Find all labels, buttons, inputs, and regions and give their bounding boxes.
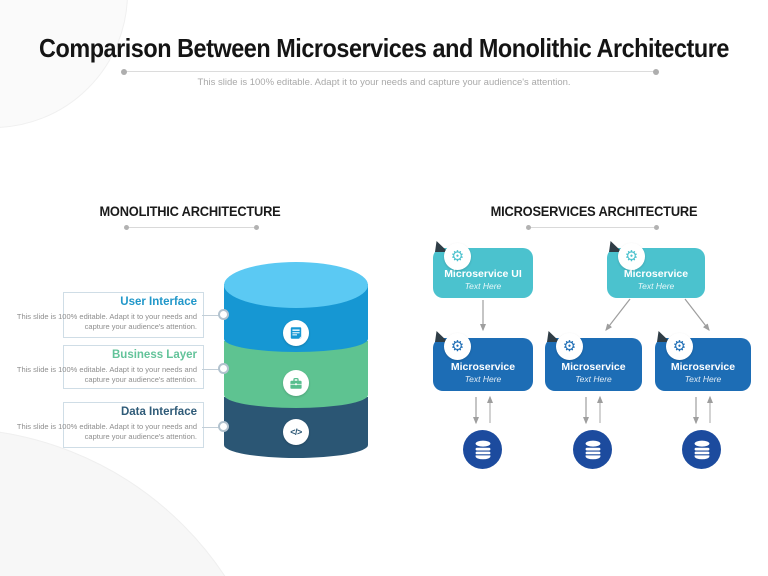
title-divider	[121, 68, 659, 75]
gear-icon: ⚙	[444, 243, 471, 270]
connector-node	[218, 309, 229, 320]
box-subtitle: Text Here	[637, 281, 675, 291]
layer-label-data-interface: Data Interface This slide is 100% editab…	[17, 402, 204, 448]
microservice-box-3: ⚙ Microservice Text Here	[655, 331, 751, 391]
connector-node	[218, 421, 229, 432]
box-subtitle: Text Here	[684, 374, 722, 384]
box-subtitle: Text Here	[464, 374, 502, 384]
gear-icon: ⚙	[556, 333, 583, 360]
box-title: Microservice UI	[444, 267, 522, 280]
connector-line	[202, 315, 220, 316]
box-title: Microservice	[670, 360, 736, 373]
connector-line	[202, 427, 220, 428]
layer-title: Business Layer	[111, 349, 197, 361]
layer-label-business-layer: Business Layer This slide is 100% editab…	[17, 345, 204, 389]
gear-icon: ⚙	[444, 333, 471, 360]
page-subtitle: This slide is 100% editable. Adapt it to…	[197, 77, 571, 88]
microservices-heading: MICROSERVICES ARCHITECTURE	[490, 204, 698, 219]
fold-corner	[435, 331, 448, 342]
fold-corner	[435, 241, 448, 252]
monolithic-heading: MONOLITHIC ARCHITECTURE	[99, 204, 281, 219]
microservice-ui-box: ⚙ Microservice UI Text Here	[433, 241, 533, 298]
page-title: Comparison Between Microservices and Mon…	[39, 33, 729, 63]
gear-glyph: ⚙	[450, 247, 465, 265]
fold-corner	[657, 331, 670, 342]
database-icon	[573, 430, 612, 469]
database-icon	[463, 430, 502, 469]
fold-corner	[609, 241, 622, 252]
fold-corner	[547, 331, 560, 342]
layer-description: This slide is 100% editable. Adapt it to…	[16, 422, 197, 441]
code-glyph: </>	[290, 427, 302, 437]
box-title: Microservice	[623, 267, 689, 280]
microservices-heading-divider	[526, 225, 659, 230]
connector-line	[202, 369, 220, 370]
database-icon	[682, 430, 721, 469]
box-title: Microservice	[450, 360, 516, 373]
cylinder-top-ellipse	[224, 262, 368, 308]
layer-description: This slide is 100% editable. Adapt it to…	[16, 365, 197, 384]
microservice-box-2: ⚙ Microservice Text Here	[545, 331, 642, 391]
layer-description: This slide is 100% editable. Adapt it to…	[16, 312, 197, 331]
gear-glyph: ⚙	[624, 247, 639, 265]
gear-glyph: ⚙	[672, 337, 687, 355]
layer-title: User Interface	[120, 296, 197, 308]
box-subtitle: Text Here	[575, 374, 612, 384]
microservice-box-1: ⚙ Microservice Text Here	[433, 331, 533, 391]
gear-icon: ⚙	[666, 333, 693, 360]
briefcase-icon	[283, 370, 309, 396]
monolith-cylinder: </>	[224, 262, 368, 462]
monolithic-heading-divider	[124, 225, 259, 230]
gear-glyph: ⚙	[450, 337, 465, 355]
code-icon: </>	[283, 419, 309, 445]
box-subtitle: Text Here	[464, 281, 502, 291]
document-icon	[283, 320, 309, 346]
gear-glyph: ⚙	[562, 337, 577, 355]
microservice-gateway-box: ⚙ Microservice Text Here	[607, 241, 705, 298]
connector-node	[218, 363, 229, 374]
box-title: Microservice	[561, 360, 626, 373]
layer-title: Data Interface	[120, 406, 197, 418]
gear-icon: ⚙	[618, 243, 645, 270]
